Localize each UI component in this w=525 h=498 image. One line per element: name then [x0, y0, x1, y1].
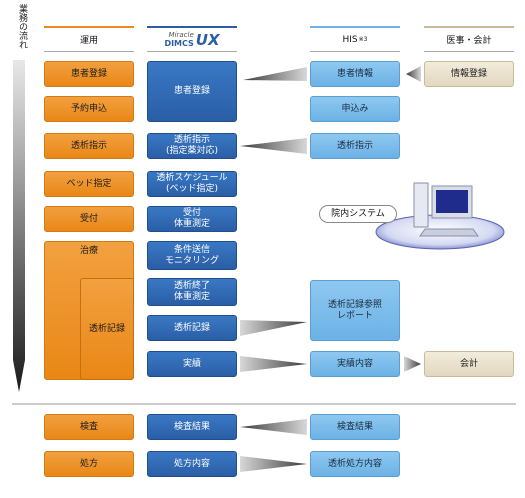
unyo-dialysis-record: 透析記録: [80, 278, 134, 380]
header-iji: 医事・会計: [424, 26, 514, 52]
wedge-results: [240, 356, 307, 372]
dimcs-dialysis-record: 透析記録: [147, 315, 237, 341]
flow-arrow-icon: [13, 60, 25, 392]
unyo-dialysis-instruction: 透析指示: [44, 133, 134, 159]
iji-info-registration: 情報登録: [424, 61, 514, 87]
dimcs-dialysis-schedule: 透析スケジュール (ベッド指定): [147, 171, 237, 197]
wedge-patient-info: [243, 67, 307, 81]
header-his: HIS ※3: [310, 26, 400, 52]
logo-miracle-text: Miracle: [168, 31, 194, 39]
computer-icon: [413, 182, 479, 237]
wedge-exam-results: [240, 419, 307, 435]
dimcs-condition-monitoring: 条件送信 モニタリング: [147, 241, 237, 270]
flow-label: 業務の流れ: [17, 4, 27, 49]
dimcs-dialysis-end-weight: 透析終了 体重測定: [147, 278, 237, 306]
unyo-treatment-label: 治療: [79, 245, 98, 256]
logo-ux-text: UX: [195, 30, 220, 49]
in-hospital-system-label: 院内システム: [319, 205, 397, 223]
unyo-reservation: 予約申込: [44, 96, 134, 122]
dimcs-reception-weight: 受付 体重測定: [147, 206, 237, 232]
his-patient-info: 患者情報: [310, 61, 400, 87]
dimcs-patient-registration: 患者登録: [147, 61, 237, 122]
header-iji-label: 医事・会計: [446, 36, 492, 46]
dimcs-dialysis-instruction: 透析指示 (指定薬対応): [147, 133, 237, 159]
his-application: 申込み: [310, 96, 400, 122]
his-exam-results: 検査結果: [310, 414, 400, 440]
his-results-content: 実績内容: [310, 351, 400, 377]
his-dialysis-instruction: 透析指示: [310, 133, 400, 159]
unyo-examination: 検査: [44, 414, 134, 440]
unyo-bed-assignment: ベッド指定: [44, 171, 134, 197]
unyo-patient-registration: 患者登録: [44, 61, 134, 87]
wedge-accounting: [404, 356, 421, 372]
his-dialysis-prescription: 透析処方内容: [310, 451, 400, 477]
dimcs-exam-results: 検査結果: [147, 414, 237, 440]
iji-accounting: 会計: [424, 351, 514, 377]
wedge-dialysis-instruction: [240, 138, 307, 154]
dimcs-results: 実績: [147, 351, 237, 377]
wedge-prescription: [240, 456, 307, 472]
unyo-prescription: 処方: [44, 451, 134, 477]
dimcs-prescription-content: 処方内容: [147, 451, 237, 477]
wedge-info-registration: [406, 66, 421, 82]
wedge-dialysis-record: [240, 320, 307, 336]
header-unyo-label: 運用: [79, 36, 98, 46]
header-his-note: ※3: [358, 36, 368, 43]
unyo-reception: 受付: [44, 206, 134, 232]
logo-dimcs-text: DIMCS: [164, 39, 194, 48]
header-his-label: HIS: [342, 34, 358, 45]
header-unyo: 運用: [44, 26, 134, 52]
header-miracle-dimcs-logo: Miracle DIMCS UX: [147, 26, 237, 52]
his-dialysis-record-report: 透析記録参照 レポート: [310, 280, 400, 341]
